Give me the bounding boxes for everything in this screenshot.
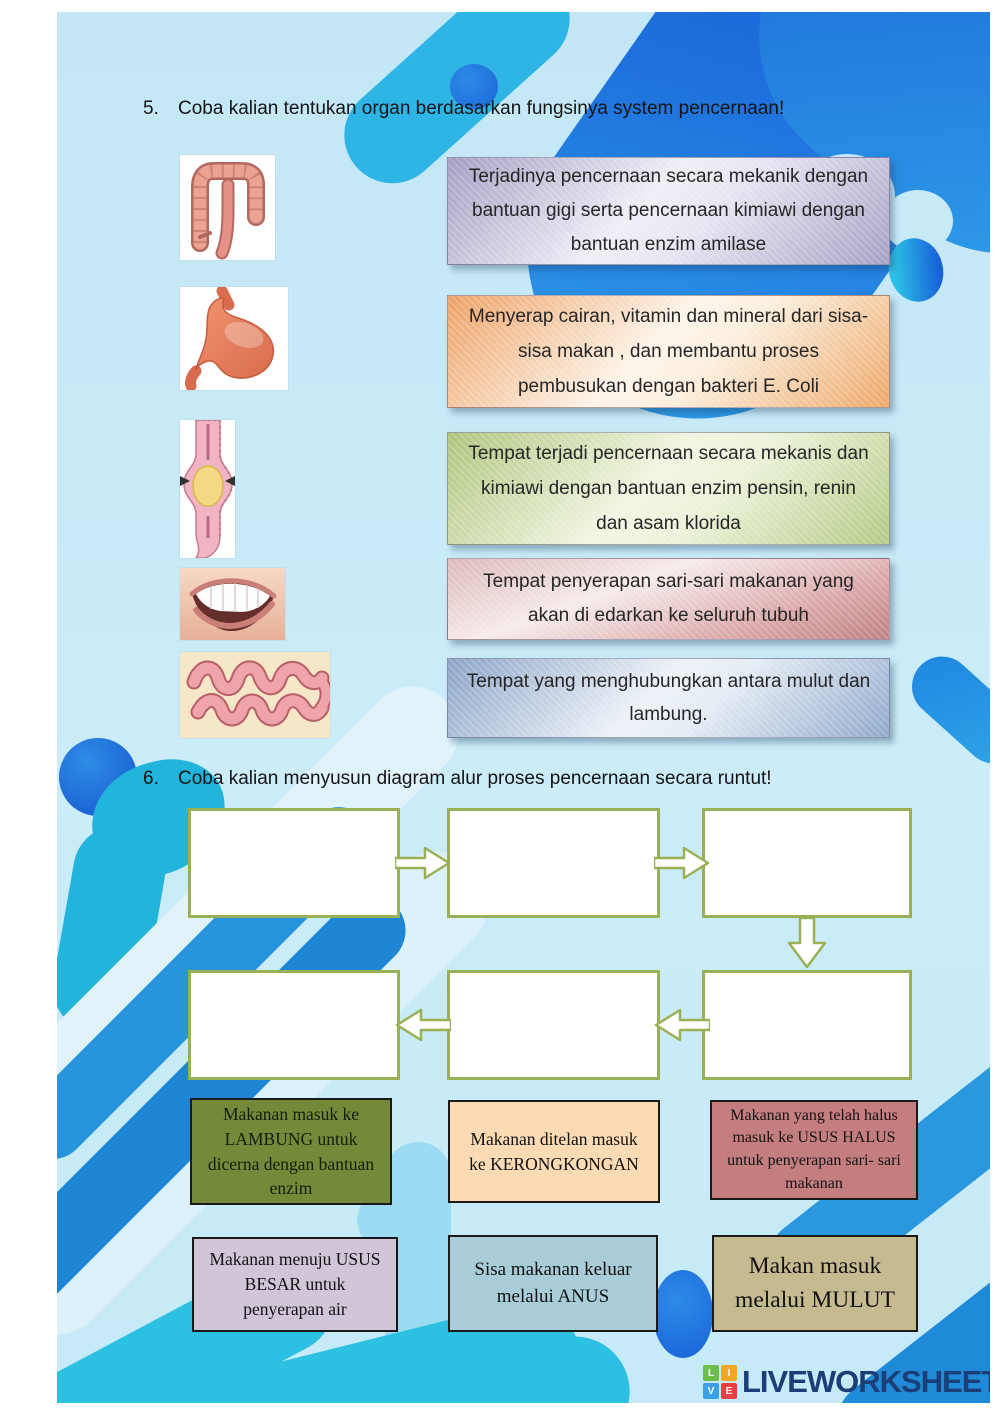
small-intestine-image[interactable] xyxy=(180,652,330,738)
logo-tile-l: L xyxy=(703,1365,719,1381)
answer-text: Tempat penyerapan sari-sari makanan yang… xyxy=(483,571,854,626)
question-5: 5. Coba kalian tentukan organ berdasarka… xyxy=(143,98,933,120)
label-box-usus-halus[interactable]: Makanan yang telah halus masuk ke USUS H… xyxy=(710,1100,918,1200)
flow-box-3[interactable] xyxy=(702,808,912,918)
decorative-blue-circle xyxy=(653,1270,713,1358)
label-box-kerongkongan[interactable]: Makanan ditelan masuk ke KERONGKONGAN xyxy=(448,1100,660,1203)
logo-wordmark: LIVEWORKSHEETS xyxy=(742,1364,990,1399)
decorative-wave-notch xyxy=(883,190,953,252)
decorative-blue-circle xyxy=(59,738,137,816)
worksheet-page: 5. Coba kalian tentukan organ berdasarka… xyxy=(57,12,990,1403)
arrow-down-icon xyxy=(787,916,827,974)
flow-box-2[interactable] xyxy=(447,808,660,918)
answer-text: Tempat yang menghubungkan antara mulut d… xyxy=(466,671,871,725)
esophagus-peristalsis-icon xyxy=(180,420,235,558)
small-intestine-icon xyxy=(180,652,330,738)
decorative-teal-blob xyxy=(57,817,173,1041)
label-box-mulut[interactable]: Makan masuk melalui MULUT xyxy=(712,1235,918,1332)
answer-box-small-intestine-function[interactable]: Tempat penyerapan sari-sari makanan yang… xyxy=(447,558,890,640)
answer-box-stomach-function[interactable]: Tempat terjadi pencernaan secara mekanis… xyxy=(447,432,890,545)
question-5-number: 5. xyxy=(143,98,159,119)
flow-box-5[interactable] xyxy=(447,970,660,1080)
logo-tile-i: I xyxy=(721,1365,737,1381)
question-6: 6. Coba kalian menyusun diagram alur pro… xyxy=(143,768,943,790)
esophagus-image[interactable] xyxy=(180,420,235,558)
label-box-anus[interactable]: Sisa makanan keluar melalui ANUS xyxy=(448,1235,658,1332)
question-6-text: Coba kalian menyusun diagram alur proses… xyxy=(178,768,772,789)
arrow-left-icon xyxy=(395,1007,453,1048)
arrow-left-icon xyxy=(654,1007,712,1048)
logo-tile-v: V xyxy=(703,1383,719,1399)
arrow-right-icon xyxy=(393,845,451,886)
question-5-text: Coba kalian tentukan organ berdasarkan f… xyxy=(178,98,785,119)
liveworksheets-grid-icon: L I V E xyxy=(703,1365,737,1399)
decorative-blue-pill xyxy=(899,644,990,776)
large-intestine-icon xyxy=(180,155,275,260)
label-text: Makanan menuju USUS BESAR untuk penyerap… xyxy=(209,1249,381,1319)
decorative-blue-ellipse xyxy=(882,232,950,308)
large-intestine-image[interactable] xyxy=(180,155,275,260)
answer-box-mouth-function[interactable]: Terjadinya pencernaan secara mekanik den… xyxy=(447,157,890,265)
label-box-usus-besar[interactable]: Makanan menuju USUS BESAR untuk penyerap… xyxy=(192,1237,398,1332)
answer-box-esophagus-function[interactable]: Tempat yang menghubungkan antara mulut d… xyxy=(447,658,890,738)
decorative-teal-blob xyxy=(111,1000,175,1064)
logo-tile-e: E xyxy=(721,1383,737,1399)
label-text: Makan masuk melalui MULUT xyxy=(735,1253,895,1313)
label-text: Sisa makanan keluar melalui ANUS xyxy=(474,1258,632,1307)
mouth-image[interactable] xyxy=(180,568,285,640)
arrow-right-icon xyxy=(652,845,710,886)
label-text: Makanan masuk ke LAMBUNG untuk dicerna d… xyxy=(207,1103,375,1199)
label-box-lambung[interactable]: Makanan masuk ke LAMBUNG untuk dicerna d… xyxy=(190,1098,392,1205)
liveworksheets-logo[interactable]: L I V E LIVEWORKSHEETS xyxy=(703,1364,990,1400)
answer-text: Menyerap cairan, vitamin dan mineral dar… xyxy=(468,306,869,397)
label-text: Makanan yang telah halus masuk ke USUS H… xyxy=(727,1106,901,1192)
stomach-icon xyxy=(180,287,288,390)
flow-box-1[interactable] xyxy=(188,808,400,918)
stomach-image[interactable] xyxy=(180,287,288,390)
label-text: Makanan ditelan masuk ke KERONGKONGAN xyxy=(469,1128,639,1174)
answer-box-large-intestine-function[interactable]: Menyerap cairan, vitamin dan mineral dar… xyxy=(447,295,890,408)
question-6-number: 6. xyxy=(143,768,159,789)
answer-text: Tempat terjadi pencernaan secara mekanis… xyxy=(468,443,869,534)
flow-box-6[interactable] xyxy=(188,970,400,1080)
smiling-mouth-icon xyxy=(180,568,285,640)
flow-box-4[interactable] xyxy=(702,970,912,1080)
answer-text: Terjadinya pencernaan secara mekanik den… xyxy=(468,166,869,255)
